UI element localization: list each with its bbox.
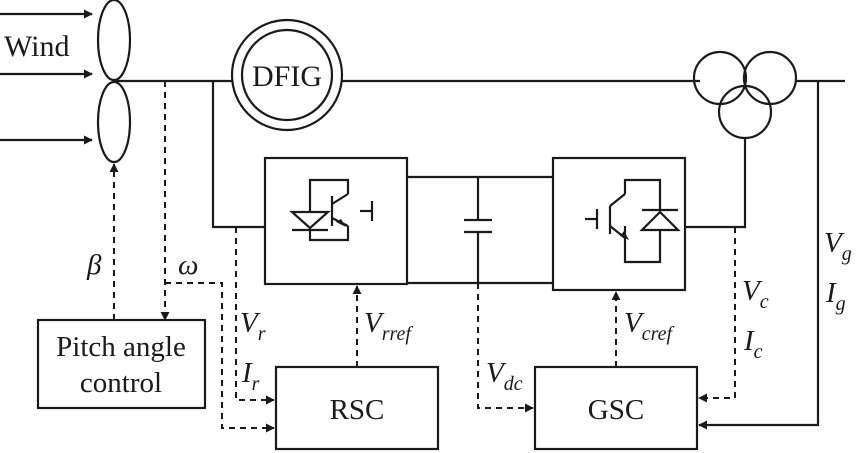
dc-capacitor-icon <box>464 177 492 283</box>
vg-ig-signal-line <box>698 81 820 430</box>
gsc-transformer-line <box>685 138 747 229</box>
vrref-label: Vrref <box>364 307 413 345</box>
ig-label: Ig <box>825 277 846 315</box>
vdc-signal-line <box>477 283 534 413</box>
vr-ir-signal-line <box>235 227 275 405</box>
rsc-control-block <box>274 365 440 451</box>
vdc-label: Vdc <box>486 357 523 395</box>
rsc-label: RSC <box>330 394 385 426</box>
vc-ic-signal-line <box>698 227 736 403</box>
pitch-label-line1: Pitch angle <box>56 331 186 363</box>
dfig-label: DFIG <box>252 60 322 93</box>
omega-label: ω <box>178 249 198 281</box>
gsc-igbt-diode-icon <box>585 178 681 264</box>
pitch-label-line2: control <box>80 367 162 399</box>
gsc-label: GSC <box>588 394 644 426</box>
ic-label: Ic <box>743 325 763 363</box>
vg-label: Vg <box>824 227 852 265</box>
pitch-angle-control-block <box>36 318 207 410</box>
ir-label: Ir <box>241 357 260 395</box>
dfig-generator <box>230 18 344 132</box>
rotor-line <box>211 81 265 229</box>
wind-arrows <box>0 9 93 145</box>
vcref-label: Vcref <box>624 307 675 345</box>
rsc-igbt-diode-icon <box>289 178 374 242</box>
gsc-control-block <box>533 365 699 451</box>
wind-label: Wind <box>4 30 69 63</box>
transformer <box>692 50 798 140</box>
beta-label: β <box>86 249 102 281</box>
vc-label: Vc <box>742 275 769 313</box>
vr-label: Vr <box>240 307 266 345</box>
gsc-converter-box <box>551 156 687 292</box>
